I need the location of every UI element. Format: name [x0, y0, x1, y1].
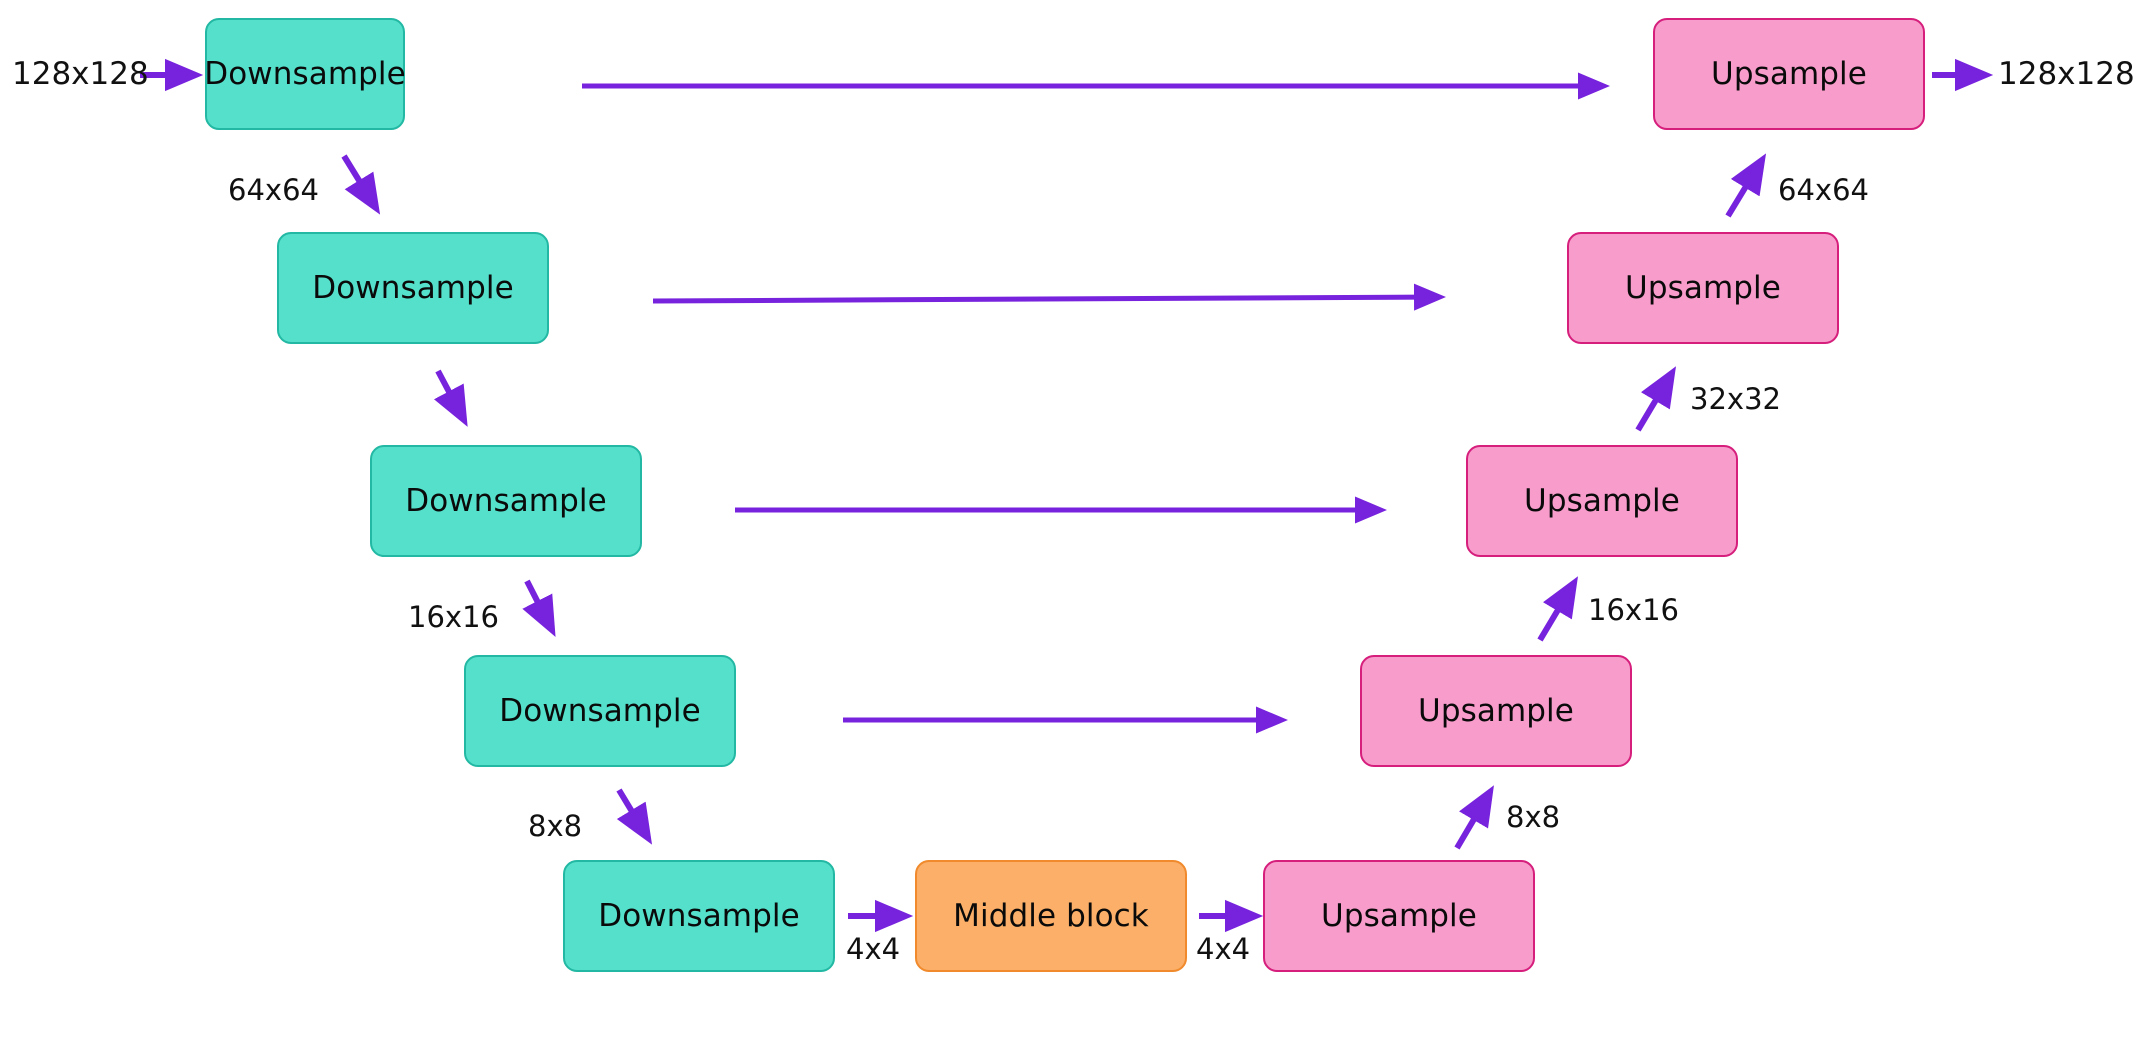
up-arrow-2 — [1635, 366, 1676, 432]
node-downsample-1[interactable]: Downsample — [204, 18, 406, 130]
up-arrow-4 — [1454, 785, 1494, 850]
node-downsample-5[interactable]: Downsample — [563, 860, 835, 972]
edge-label-up-32x32: 32x32 — [1690, 382, 1781, 416]
up-arrow-3 — [1537, 576, 1578, 642]
down-arrow-4 — [616, 788, 653, 845]
input-size-label: 128x128 — [12, 56, 149, 92]
node-upsample-4[interactable]: Upsample — [1360, 655, 1632, 767]
skip-connection-level-2 — [652, 283, 1446, 311]
node-upsample-3[interactable]: Upsample — [1466, 445, 1738, 557]
down-arrow-3 — [522, 579, 556, 637]
node-upsample-5-label: Upsample — [1321, 898, 1477, 934]
output-size-label: 128x128 — [1998, 56, 2134, 92]
up-arrow-1 — [1725, 153, 1767, 218]
edge-label-bottom-4x4-right: 4x4 — [1196, 932, 1251, 966]
edge-label-bottom-4x4-left: 4x4 — [846, 932, 901, 966]
node-downsample-3-label: Downsample — [405, 483, 607, 519]
node-downsample-1-label: Downsample — [204, 56, 406, 92]
edge-label-down-8x8: 8x8 — [528, 809, 583, 843]
edge-label-up-8x8: 8x8 — [1506, 800, 1561, 834]
node-upsample-3-label: Upsample — [1524, 483, 1680, 519]
node-middle-block[interactable]: Middle block — [915, 860, 1187, 972]
edge-label-up-64x64: 64x64 — [1778, 173, 1869, 207]
node-downsample-2[interactable]: Downsample — [277, 232, 549, 344]
node-downsample-4-label: Downsample — [499, 693, 701, 729]
node-upsample-5[interactable]: Upsample — [1263, 860, 1535, 972]
down-arrow-1 — [341, 154, 381, 215]
node-upsample-1-label: Upsample — [1711, 56, 1867, 92]
node-downsample-3[interactable]: Downsample — [370, 445, 642, 557]
edge-label-up-16x16: 16x16 — [1588, 593, 1679, 627]
node-upsample-4-label: Upsample — [1418, 693, 1574, 729]
node-upsample-2[interactable]: Upsample — [1567, 232, 1839, 344]
edge-label-down-64x64: 64x64 — [228, 173, 319, 207]
node-upsample-1[interactable]: Upsample — [1653, 18, 1925, 130]
node-downsample-2-label: Downsample — [312, 270, 514, 306]
node-upsample-2-label: Upsample — [1625, 270, 1781, 306]
node-downsample-4[interactable]: Downsample — [464, 655, 736, 767]
edge-label-down-16x16: 16x16 — [408, 600, 499, 634]
node-middle-block-label: Middle block — [953, 898, 1149, 934]
down-arrow-2 — [433, 369, 468, 427]
node-downsample-5-label: Downsample — [598, 898, 800, 934]
